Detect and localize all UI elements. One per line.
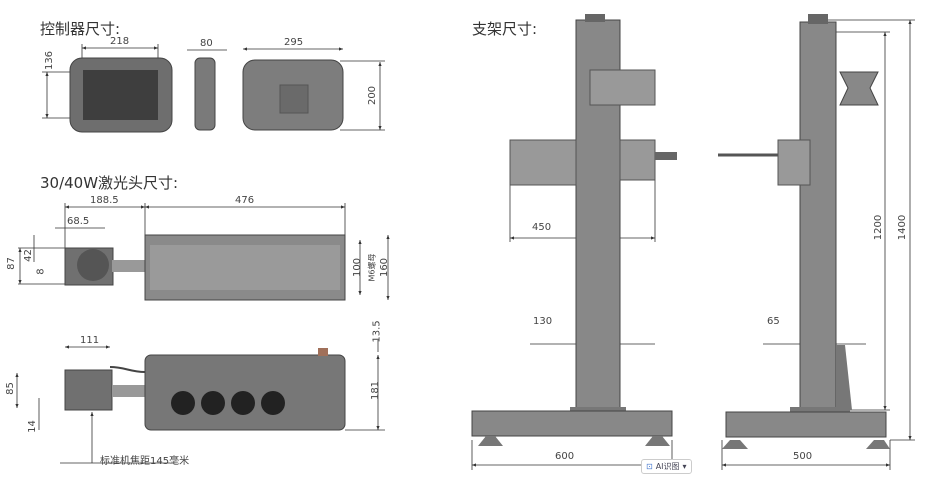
dim-85: 85 [4, 382, 16, 395]
stand-front-view [471, 14, 677, 446]
dim-188-5: 188.5 [90, 195, 119, 206]
dim-136: 136 [44, 50, 56, 71]
dim-200: 200 [367, 85, 379, 106]
dim-65: 65 [767, 316, 780, 327]
dim-87: 87 [5, 257, 17, 270]
stand-heading: 支架尺寸: [472, 20, 538, 38]
stand-side-view [718, 14, 890, 449]
dim-111: 111 [80, 335, 100, 346]
dim-600: 600 [555, 451, 575, 462]
dim-476: 476 [235, 195, 255, 206]
chevron-down-icon[interactable]: ▾ [682, 462, 687, 471]
controller-back [242, 59, 344, 131]
laser-head-side-view [64, 348, 346, 431]
dim-14: 14 [26, 420, 38, 433]
controller-side [194, 57, 216, 131]
laser-head-top-view [64, 234, 346, 301]
controller-front [69, 57, 173, 133]
dim-13-5: 13.5 [371, 320, 383, 343]
dim-450: 450 [532, 222, 552, 233]
dim-295: 295 [284, 37, 304, 48]
laser-head-heading: 30/40W激光头尺寸: [40, 174, 179, 192]
dim-218: 218 [110, 36, 130, 47]
dim-8: 8 [35, 268, 47, 275]
dim-181: 181 [370, 380, 382, 401]
scan-icon: ⊡ [646, 462, 653, 471]
ai-recognize-button[interactable]: ⊡ AI识图 ▾ [641, 459, 692, 474]
dim-1200: 1200 [873, 214, 885, 241]
m6-nut-label: M6螺母 [367, 253, 377, 282]
dim-130: 130 [533, 316, 553, 327]
dim-42: 42 [22, 249, 34, 262]
ai-button-label: AI识图 [655, 462, 680, 471]
dim-68-5: 68.5 [67, 216, 90, 227]
dim-80: 80 [200, 38, 213, 49]
controller-heading: 控制器尺寸: [40, 20, 121, 38]
dim-100: 100 [352, 257, 364, 278]
dim-160: 160 [379, 257, 391, 278]
dim-1400: 1400 [897, 214, 909, 241]
focal-distance-note: 标准机焦距145毫米 [100, 456, 190, 467]
dim-500: 500 [793, 451, 813, 462]
